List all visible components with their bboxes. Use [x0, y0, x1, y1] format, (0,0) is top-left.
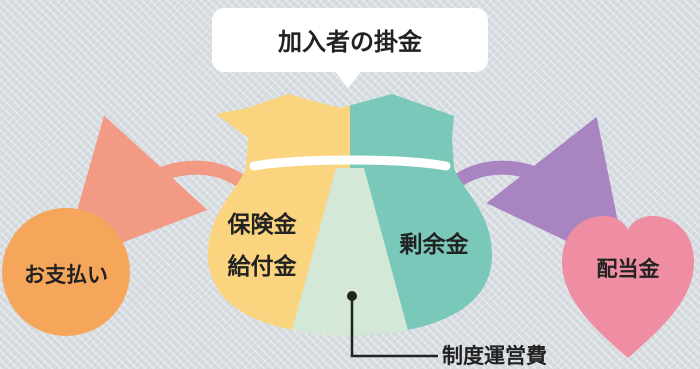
- title-callout: 加入者の掛金: [212, 8, 488, 88]
- bag-right-label: 剰余金: [399, 231, 470, 258]
- arrow-to-dividend: [445, 116, 628, 271]
- bag-left-label-line1: 保険金: [227, 211, 298, 238]
- payment-label: お支払い: [24, 263, 108, 287]
- bag-left-label-line2: 給付金: [228, 253, 298, 280]
- bag-center-section: [288, 168, 412, 336]
- bag-tie: [249, 155, 451, 171]
- bottom-label: 制度運営費: [442, 344, 547, 368]
- money-bag: 保険金 給付金 剰余金: [208, 94, 492, 336]
- payment-circle: お支払い: [2, 208, 130, 336]
- dividend-label: 配当金: [597, 257, 661, 281]
- dividend-heart: 配当金: [562, 216, 694, 358]
- title-text: 加入者の掛金: [278, 28, 423, 56]
- arrow-to-payment: [61, 115, 253, 266]
- leader-line: [350, 296, 438, 358]
